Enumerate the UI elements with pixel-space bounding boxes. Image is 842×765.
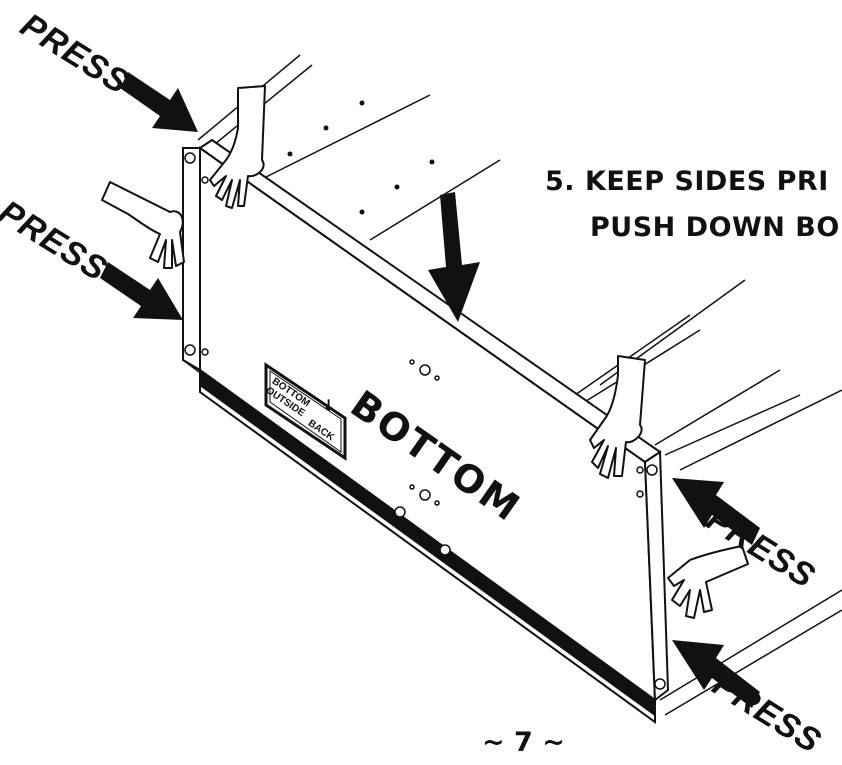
instruction-line-2: PUSH DOWN BO: [590, 212, 840, 243]
page-number: ~ 7 ~: [482, 727, 565, 758]
press-arrow-icon: [100, 72, 760, 708]
hand-icon: [101, 85, 749, 619]
dowel-holes: [287, 100, 435, 215]
corner-screws: [184, 152, 666, 690]
orientation-sticker: [264, 362, 347, 461]
bottom-panel: [182, 138, 670, 724]
sticker-down-arrow-icon: ↓: [322, 396, 336, 415]
instruction-line-1: 5. KEEP SIDES PRI: [545, 166, 829, 197]
push-down-arrow-icon: [428, 192, 480, 322]
